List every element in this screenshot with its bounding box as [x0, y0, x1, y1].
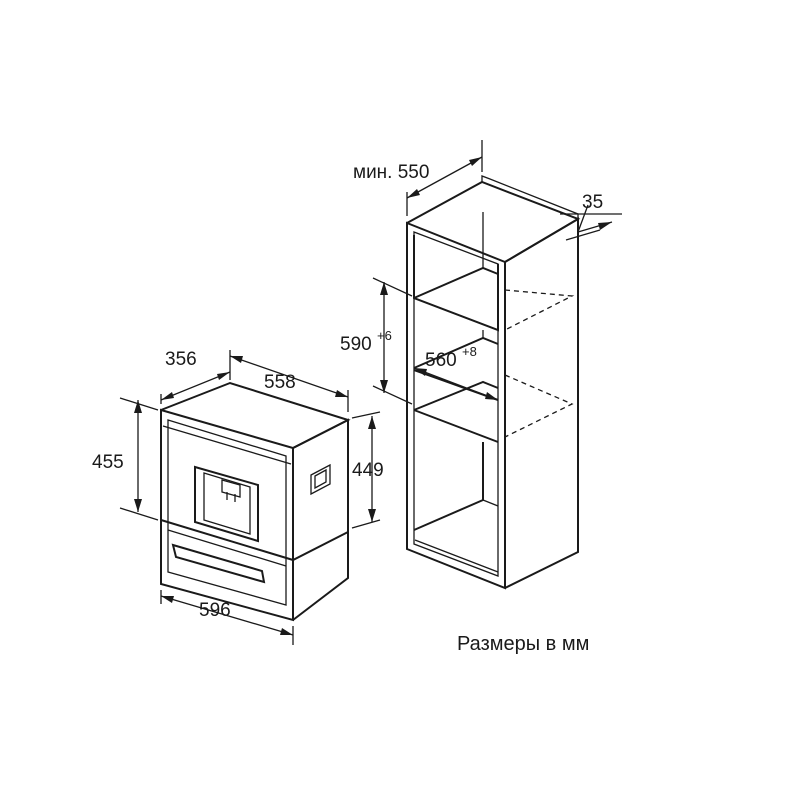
label-niche-width: 560 — [425, 350, 457, 371]
upper-shelf — [413, 235, 499, 332]
label-gap-35: 35 — [582, 192, 603, 213]
label-niche-width-tolerance: +8 — [462, 344, 477, 359]
label-height-455: 455 — [92, 452, 124, 473]
cabinet-inner-frame — [413, 231, 499, 577]
cabinet-front — [406, 221, 506, 590]
side-grip-inner — [314, 468, 327, 490]
appliance-bezel — [167, 419, 287, 606]
cabinet-top — [406, 180, 581, 263]
lower-compartment — [413, 442, 484, 531]
niche-dimensions — [372, 140, 622, 405]
cabinet-plinth — [414, 539, 499, 573]
label-niche-depth-prefix: мин. — [353, 162, 398, 183]
drawer-top-edge — [167, 529, 287, 567]
units-caption: Размеры в мм — [457, 633, 590, 655]
upper-shelf-back — [413, 266, 499, 299]
lower-shelf-back — [413, 380, 499, 411]
label-depth-356: 356 — [165, 349, 197, 370]
label-height-449: 449 — [352, 460, 384, 481]
display-band — [162, 425, 292, 465]
drawer-split-line — [160, 519, 349, 562]
middle-shelf-dashed — [504, 374, 574, 438]
niche-cabinet-drawing — [406, 175, 581, 590]
appliance-side — [292, 418, 349, 621]
coffee-machine-drawing — [160, 381, 351, 622]
lower-shelf-front — [413, 409, 499, 443]
coffee-spout — [221, 479, 241, 498]
label-niche-height-tolerance: +6 — [377, 328, 392, 343]
appliance-top — [160, 381, 351, 449]
label-niche-depth: мин. 550 — [353, 162, 429, 183]
upper-shelf-dashed — [504, 289, 575, 331]
side-grip — [310, 463, 331, 496]
label-niche-depth-value: 550 — [398, 162, 430, 183]
top-back-lip — [481, 175, 579, 219]
spout-nozzles — [226, 492, 236, 502]
appliance-dimensions — [119, 350, 381, 645]
label-width-596: 596 — [199, 600, 231, 621]
label-niche-height: 590 — [340, 334, 372, 355]
cabinet-side — [504, 217, 579, 589]
outlet-recess-inner — [203, 472, 251, 535]
outlet-recess — [194, 465, 259, 543]
label-width-558: 558 — [264, 372, 296, 393]
drawer-handle — [171, 543, 266, 584]
lower-compartment-floor — [482, 499, 499, 507]
